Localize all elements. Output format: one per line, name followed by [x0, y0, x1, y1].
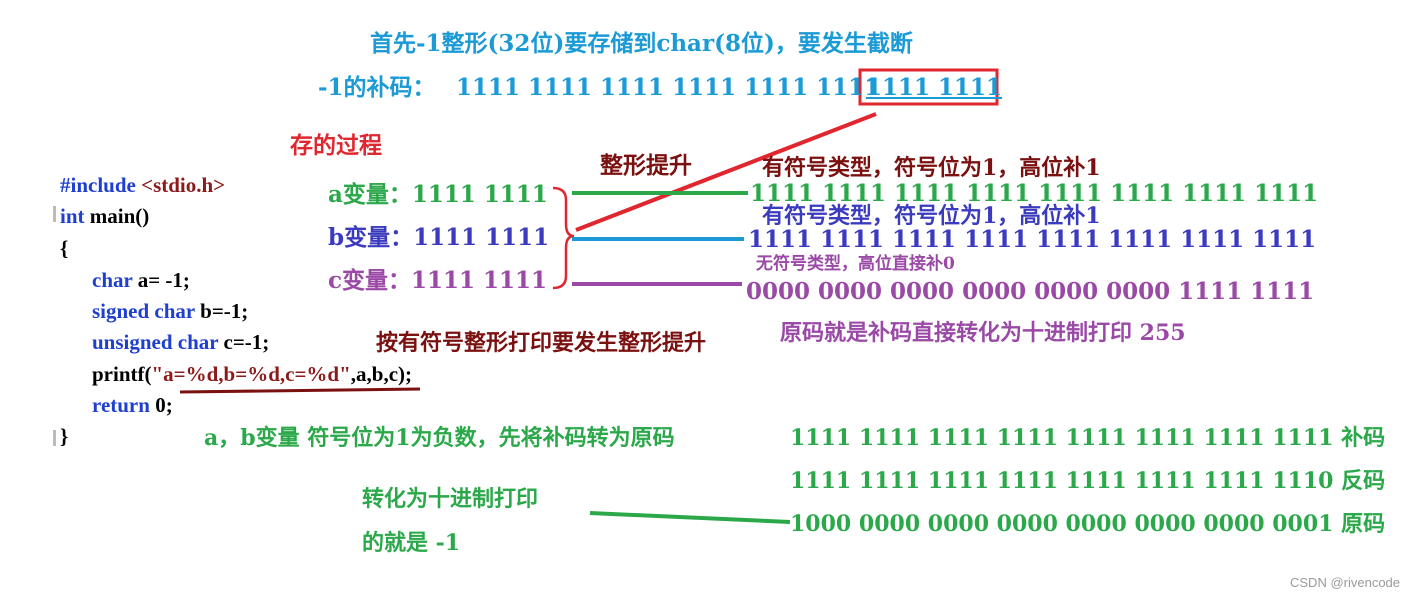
promoted-bits-a: 1111 1111 1111 1111 1111 1111 1111 1111	[750, 180, 1319, 207]
var-c-label: c变量：1111 1111	[328, 267, 548, 294]
code-line-char-a: char a= -1;	[92, 270, 190, 291]
signed-char-keyword: signed char	[92, 299, 195, 323]
include-keyword: #include	[60, 173, 136, 197]
code-line-return: return 0;	[92, 395, 173, 416]
diagram-title: 首先-1整形(32位)要存储到char(8位)，要发生截断	[370, 30, 913, 57]
ab-sign-note: a，b变量 符号位为1为负数，先将补码转为原码	[204, 425, 675, 451]
include-header: <stdio.h>	[141, 173, 226, 197]
brace-b-c	[552, 248, 568, 290]
signed-note-a: 有符号类型，符号位为1，高位补1	[762, 155, 1101, 181]
printf-args: ,a,b,c);	[350, 362, 413, 386]
printf-call: printf(	[92, 362, 152, 386]
return-keyword: return	[92, 393, 150, 417]
conversion-complement-row: 1111 1111 1111 1111 1111 1111 1111 1111 …	[790, 425, 1386, 451]
decl-a: a= -1;	[132, 268, 190, 292]
decimal-note-line-1: 转化为十进制打印	[362, 486, 539, 512]
promoted-bits-b: 1111 1111 1111 1111 1111 1111 1111 1111	[748, 226, 1317, 253]
complement-high-bits: 1111 1111 1111 1111 1111 1111	[456, 74, 881, 101]
unsigned-char-keyword: unsigned char	[92, 330, 219, 354]
conversion-connector	[589, 511, 791, 524]
unsigned-note-c: 无符号类型，高位直接补0	[756, 254, 955, 274]
var-b-label: b变量：1111 1111	[328, 224, 550, 251]
conversion-sign-magnitude-row: 1000 0000 0000 0000 0000 0000 0000 0001 …	[790, 511, 1386, 537]
printf-format-string: "a=%d,b=%d,c=%d"	[151, 362, 351, 386]
code-line-close-brace: }	[60, 426, 68, 447]
main-signature: main()	[84, 204, 150, 228]
open-brace: {	[60, 236, 69, 260]
complement-low-bits: 1111 1111	[866, 74, 1003, 101]
code-line-open-brace: {	[60, 238, 68, 259]
char-keyword: char	[92, 268, 133, 292]
code-gutter-mark	[53, 206, 56, 222]
close-brace: }	[60, 424, 69, 448]
decl-c: c=-1;	[218, 330, 270, 354]
watermark: CSDN @rivencode	[1290, 575, 1401, 590]
code-line-main: int main()	[60, 206, 149, 227]
decimal-note-line-2: 的就是 -1	[362, 530, 461, 556]
signed-note-b: 有符号类型，符号位为1，高位补1	[762, 203, 1101, 229]
complement-label: -1的补码：	[318, 74, 436, 101]
print-promotion-note: 按有符号整形打印要发生整形提升	[376, 330, 707, 356]
store-process-label: 存的过程	[290, 132, 382, 159]
truncation-arrow-line	[575, 112, 877, 232]
integer-promotion-label: 整形提升	[600, 152, 692, 179]
code-line-unsigned-c: unsigned char c=-1;	[92, 332, 269, 353]
return-value: 0;	[149, 393, 173, 417]
decl-b: b=-1;	[194, 299, 249, 323]
truncation-highlight-box	[858, 68, 999, 106]
promoted-bits-c: 0000 0000 0000 0000 0000 0000 1111 1111	[746, 278, 1315, 305]
code-line-include: #include <stdio.h>	[60, 175, 225, 196]
code-gutter-mark	[53, 430, 56, 446]
int-keyword: int	[60, 204, 85, 228]
c-result-note: 原码就是补码直接转化为十进制打印 255	[780, 320, 1186, 346]
conversion-ones-complement-row: 1111 1111 1111 1111 1111 1111 1111 1110 …	[790, 468, 1386, 494]
brace-a-b	[552, 186, 575, 249]
code-line-printf: printf("a=%d,b=%d,c=%d",a,b,c);	[92, 364, 412, 385]
printf-underline	[179, 387, 421, 394]
var-a-label: a变量：1111 1111	[328, 181, 548, 208]
code-line-signed-b: signed char b=-1;	[92, 301, 248, 322]
